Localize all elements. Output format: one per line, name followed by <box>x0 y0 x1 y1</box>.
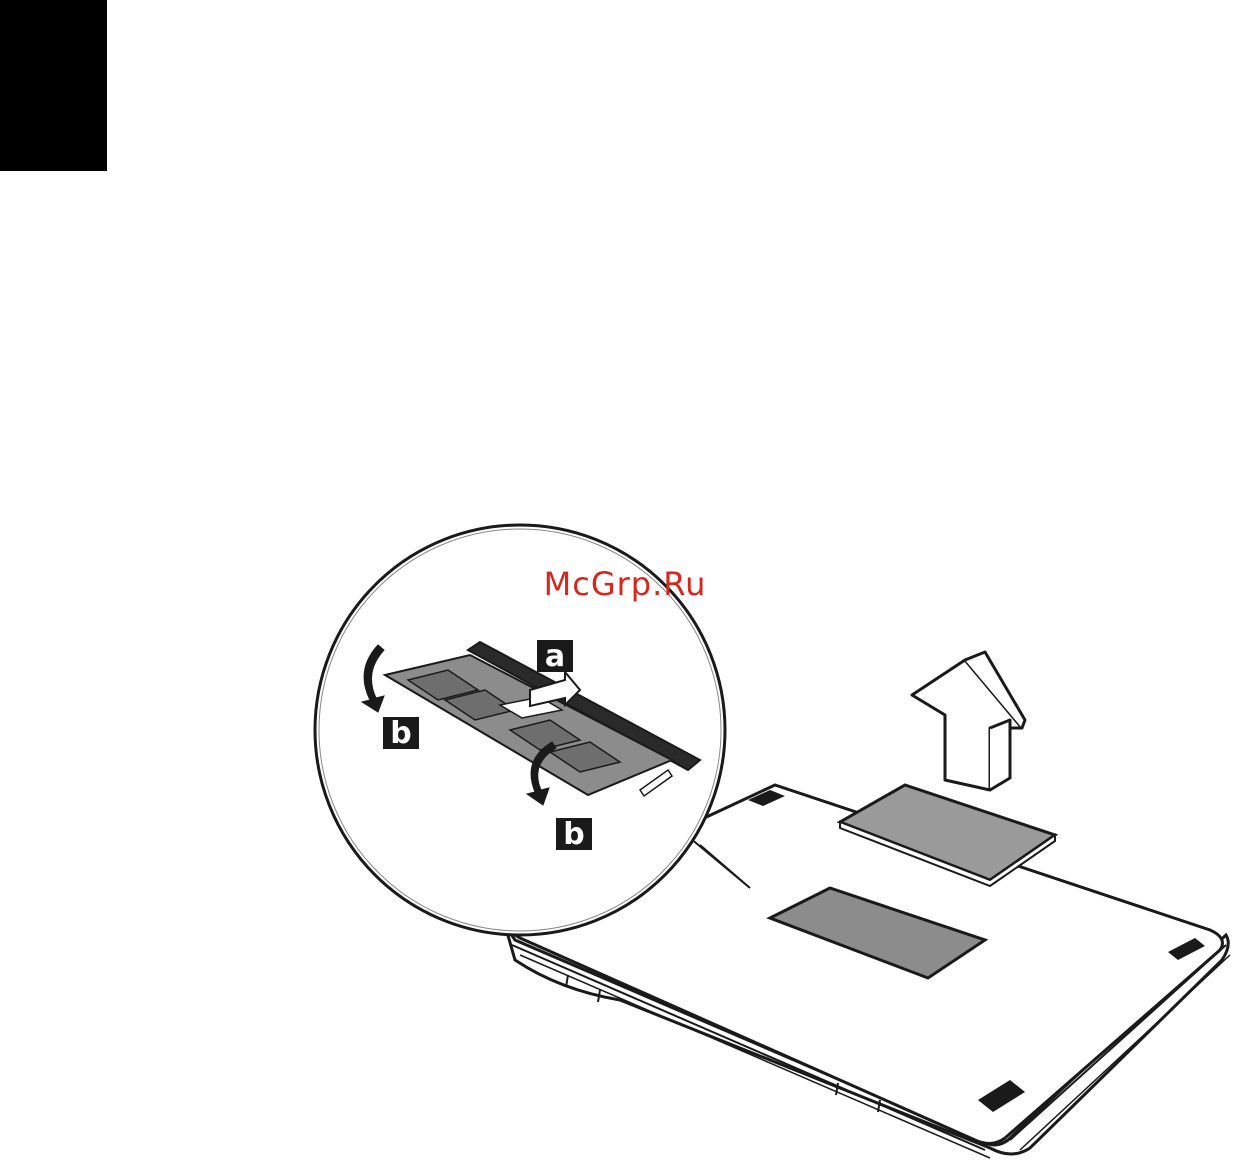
callout-label-b-bottom: b <box>563 817 584 852</box>
watermark-text: McGrp.Ru <box>544 565 707 603</box>
lift-arrow-icon <box>912 652 1025 790</box>
callout-label-b-left: b <box>390 716 411 751</box>
callout-label-a: a <box>545 639 565 674</box>
